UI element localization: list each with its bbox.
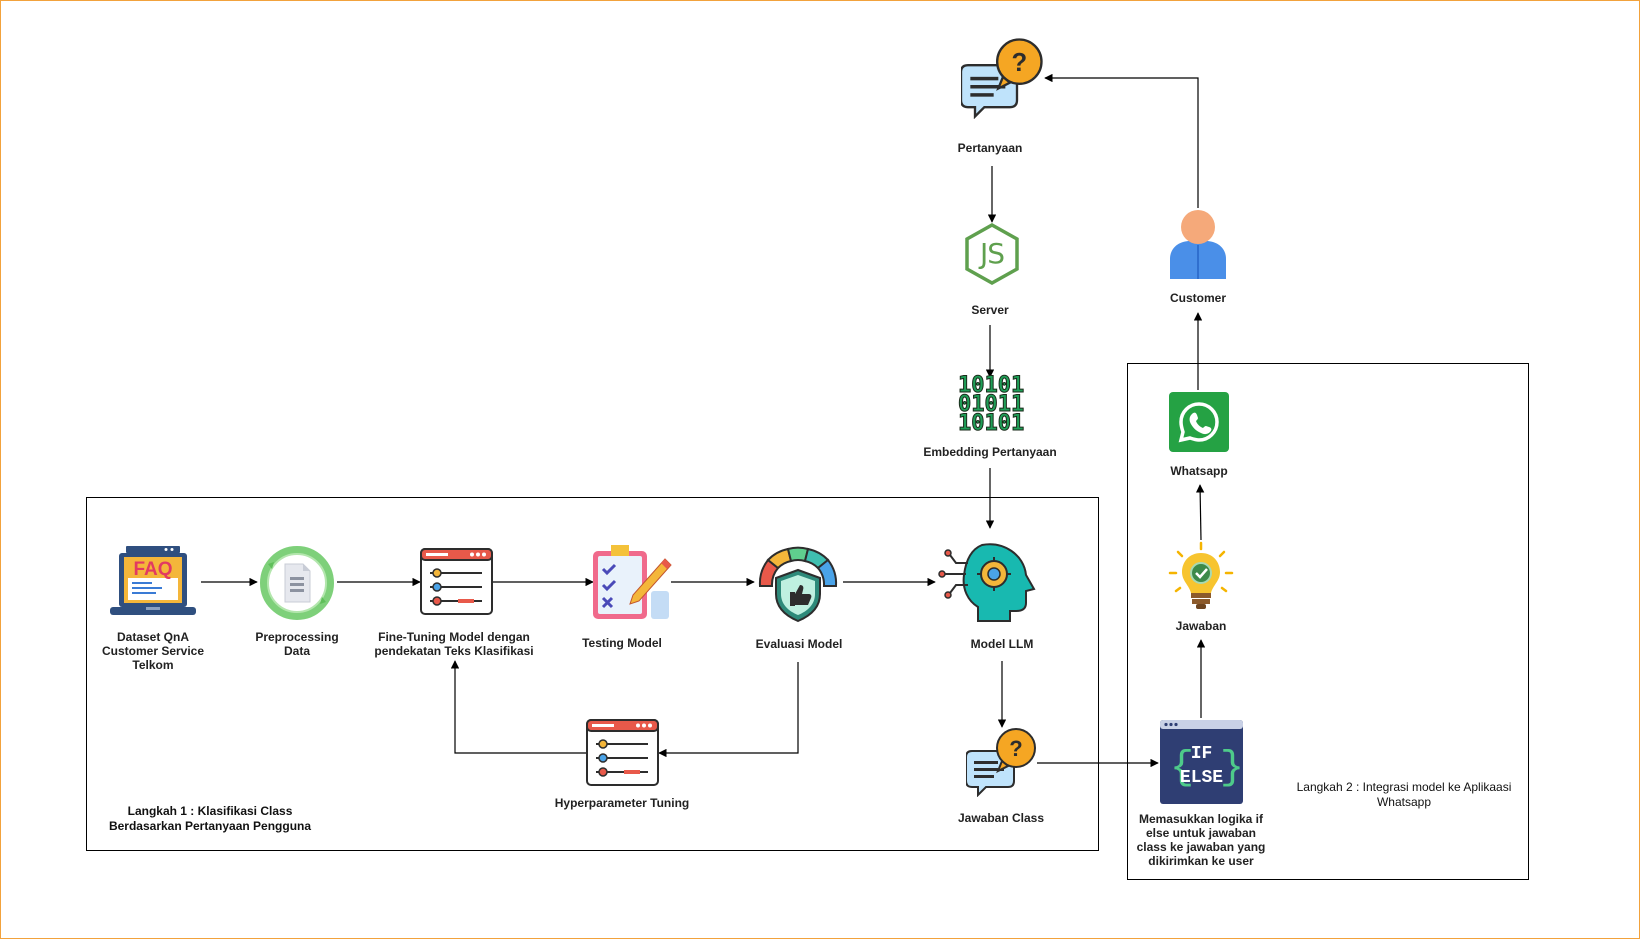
hyperparameter-label: Hyperparameter Tuning bbox=[554, 796, 690, 810]
ai-head-gear-icon bbox=[938, 543, 1036, 622]
svg-text:?: ? bbox=[1011, 49, 1027, 77]
step1-caption: Langkah 1 : Klasifikasi Class Berdasarka… bbox=[108, 804, 312, 833]
if-else-code-icon: { } IF ELSE bbox=[1160, 720, 1243, 804]
lightbulb-check-icon bbox=[1168, 541, 1234, 609]
settings-sliders-window-icon bbox=[586, 719, 659, 786]
svg-text:FAQ: FAQ bbox=[133, 559, 172, 580]
preprocessing-label: Preprocessing Data bbox=[255, 630, 339, 658]
edge-hyper-finetuning bbox=[450, 660, 586, 754]
step2-group-box bbox=[1127, 363, 1529, 880]
embedding-label: Embedding Pertanyaan bbox=[923, 445, 1057, 459]
svg-text:{: { bbox=[1170, 746, 1194, 791]
svg-text:}: } bbox=[1220, 746, 1243, 791]
step2-caption: Langkah 2 : Integrasi model ke Aplikaasi… bbox=[1296, 780, 1512, 809]
edge-customer-pertanyaan bbox=[1044, 73, 1199, 208]
binary-row-3: 10101 bbox=[958, 411, 1025, 436]
jawaban-class-label: Jawaban Class bbox=[957, 811, 1045, 825]
faq-laptop-icon: FAQ bbox=[110, 546, 196, 615]
user-icon bbox=[1170, 210, 1226, 279]
testing-label: Testing Model bbox=[582, 636, 662, 650]
settings-sliders-window-icon bbox=[420, 548, 493, 615]
dataset-label: Dataset QnA Customer Service Telkom bbox=[101, 630, 205, 672]
step1-group-box bbox=[86, 497, 1099, 851]
if-keyword: IF bbox=[1190, 744, 1213, 764]
pertanyaan-label: Pertanyaan bbox=[957, 141, 1023, 155]
svg-text:?: ? bbox=[1009, 736, 1022, 761]
whatsapp-label: Whatsapp bbox=[1170, 464, 1228, 478]
edge-evaluasi-hyper bbox=[658, 662, 799, 758]
question-chat-icon: ? bbox=[961, 38, 1043, 119]
gauge-shield-icon bbox=[758, 546, 838, 623]
document-cycle-icon bbox=[260, 546, 334, 620]
customer-label: Customer bbox=[1169, 291, 1227, 305]
model-llm-label: Model LLM bbox=[970, 637, 1034, 651]
checklist-clipboard-icon bbox=[593, 545, 672, 619]
server-label: Server bbox=[971, 303, 1009, 317]
binary-row-2: 01011 bbox=[958, 392, 1025, 417]
question-chat-icon: ? bbox=[966, 728, 1036, 797]
nodejs-js-text: JS bbox=[979, 237, 1005, 270]
binary-row-1: 10101 bbox=[958, 373, 1025, 398]
else-keyword: ELSE bbox=[1179, 768, 1224, 788]
binary-code-icon: 10101 01011 10101 bbox=[958, 373, 1025, 436]
finetuning-label: Fine-Tuning Model dengan pendekatan Teks… bbox=[374, 630, 534, 658]
nodejs-icon: JS bbox=[963, 222, 1021, 286]
jawaban-label: Jawaban bbox=[1175, 619, 1227, 633]
edge-jawaban-whatsapp bbox=[1195, 484, 1205, 541]
whatsapp-icon bbox=[1169, 392, 1229, 452]
evaluasi-label: Evaluasi Model bbox=[755, 637, 843, 651]
ifelse-label: Memasukkan logika if else untuk jawaban … bbox=[1136, 812, 1266, 868]
